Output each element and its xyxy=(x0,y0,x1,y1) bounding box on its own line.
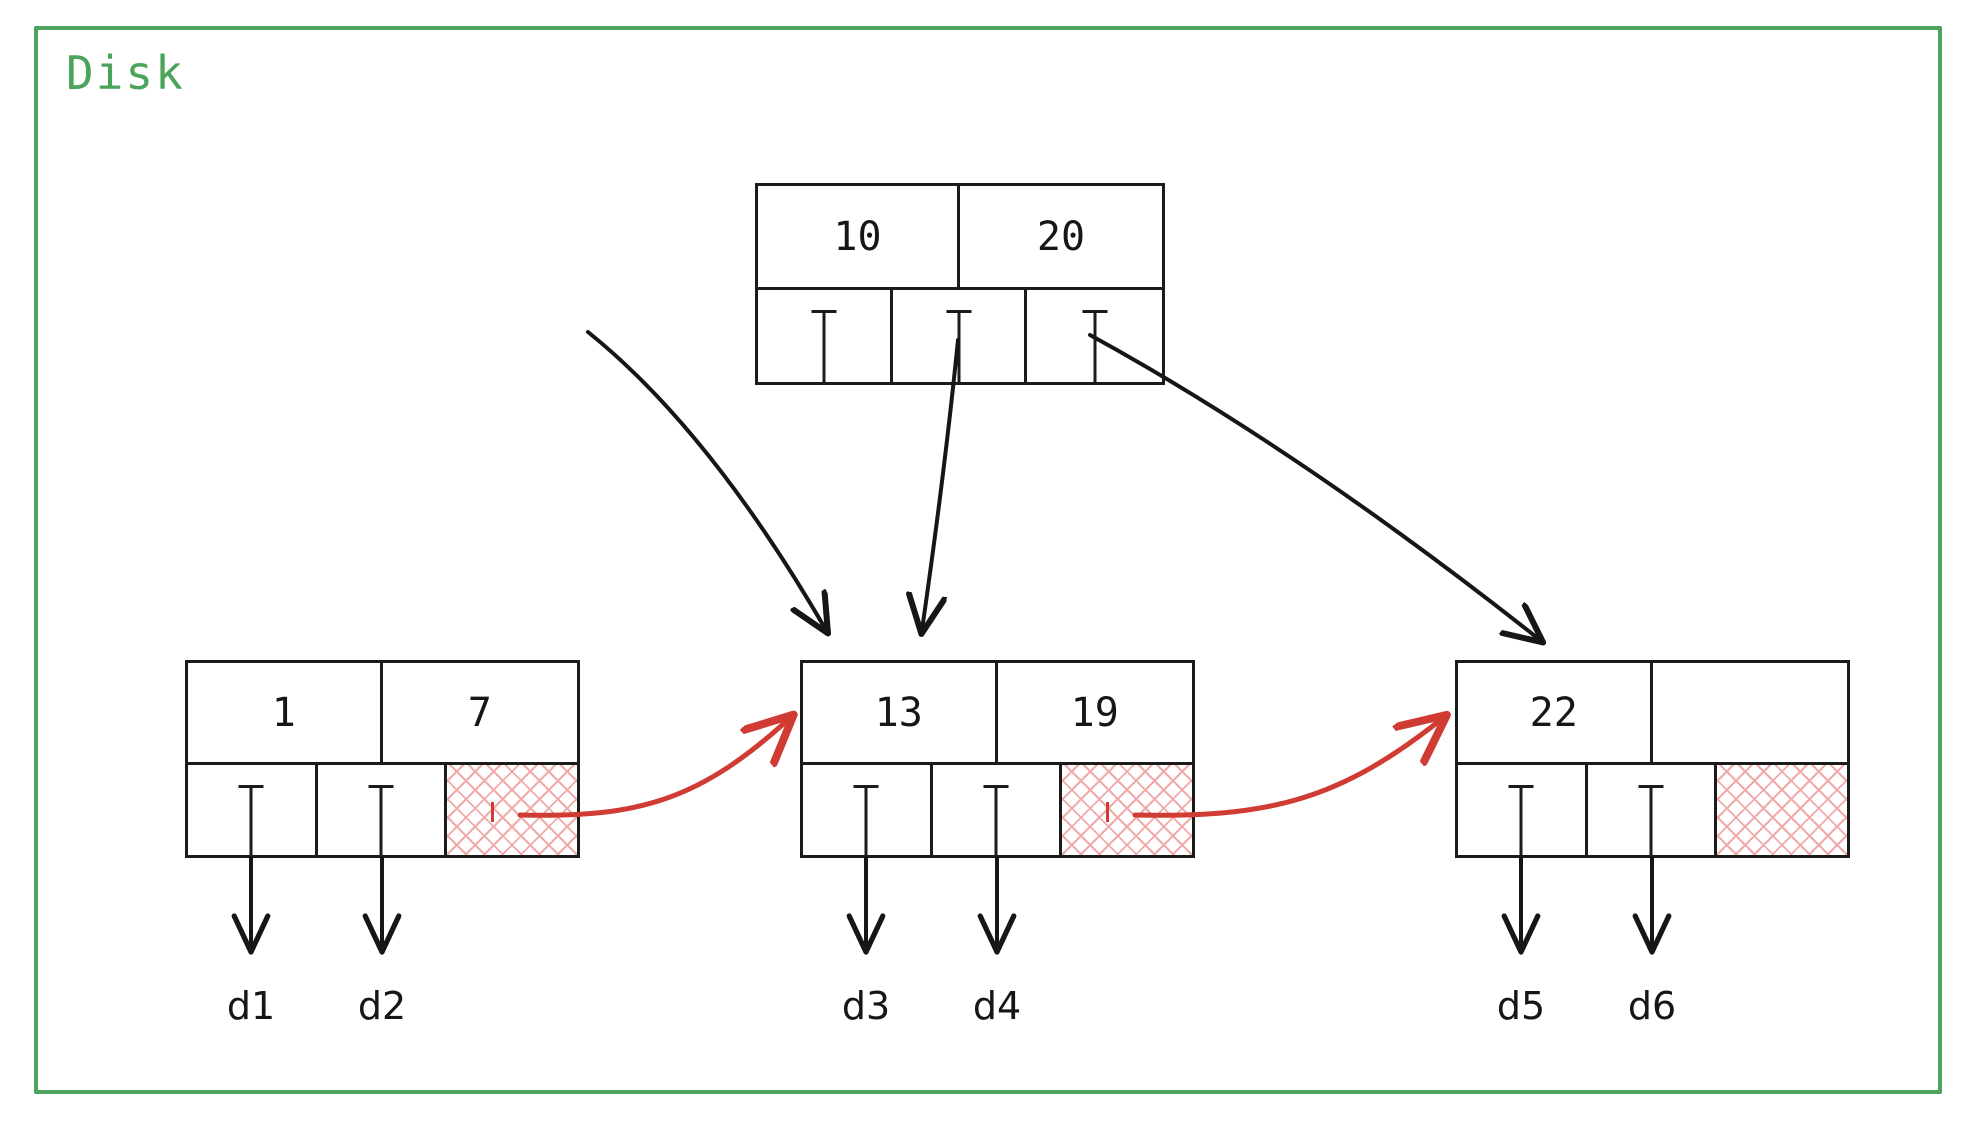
leaf-middle-next-pointer-cell xyxy=(1062,765,1192,855)
pointer-stub-icon xyxy=(1082,310,1108,382)
leaf-right-key-row: 22 xyxy=(1455,660,1850,762)
next-pointer-stub-icon xyxy=(491,801,495,822)
root-pointer-cell-0 xyxy=(758,290,893,382)
leaf-left-pointer-cell-0 xyxy=(188,765,318,855)
leaf-node-left: 1 7 xyxy=(185,660,580,858)
leaf-right-next-pointer-cell xyxy=(1717,765,1847,855)
pointer-stub-icon xyxy=(1638,784,1664,855)
leaf-left-next-pointer-cell xyxy=(447,765,577,855)
pointer-stub-icon xyxy=(946,310,971,382)
data-label-d6: d6 xyxy=(1627,984,1677,1028)
leaf-right-key-cell-0: 22 xyxy=(1458,663,1653,762)
leaf-middle-key-cell-0: 13 xyxy=(803,663,998,762)
data-label-d5: d5 xyxy=(1496,984,1546,1028)
pointer-stub-icon xyxy=(983,784,1009,855)
disk-container-frame xyxy=(34,26,1942,1094)
next-pointer-stub-icon xyxy=(1106,801,1110,822)
data-label-d4: d4 xyxy=(972,984,1022,1028)
leaf-middle-key-row: 13 19 xyxy=(800,660,1195,762)
root-key-cell-1: 20 xyxy=(1036,213,1086,260)
leaf-left-key-cell-0: 1 xyxy=(188,663,383,762)
leaf-right-pointer-cell-1 xyxy=(1588,765,1718,855)
data-label-d1: d1 xyxy=(226,984,276,1028)
root-pointer-cell-1 xyxy=(893,290,1028,382)
pointer-stub-icon xyxy=(1508,784,1534,855)
leaf-left-key-cell-1: 7 xyxy=(467,689,492,736)
disk-label: Disk xyxy=(66,46,185,100)
pointer-stub-icon xyxy=(853,784,879,855)
leaf-right-key-cell-1 xyxy=(1653,663,1848,762)
leaf-right-pointer-row xyxy=(1455,762,1850,858)
leaf-middle-pointer-row xyxy=(800,762,1195,858)
root-key-row: 10 20 xyxy=(755,183,1165,287)
root-node: 10 20 xyxy=(755,183,1165,385)
pointer-stub-icon xyxy=(368,784,394,855)
leaf-left-key-row: 1 7 xyxy=(185,660,580,762)
data-label-d3: d3 xyxy=(841,984,891,1028)
leaf-left-pointer-cell-1 xyxy=(318,765,448,855)
data-label-d2: d2 xyxy=(357,984,407,1028)
root-pointer-cell-2 xyxy=(1027,290,1162,382)
leaf-middle-pointer-cell-0 xyxy=(803,765,933,855)
leaf-middle-pointer-cell-1 xyxy=(933,765,1063,855)
pointer-stub-icon xyxy=(238,784,264,855)
root-key-cell-0: 10 xyxy=(758,186,960,287)
pointer-stub-icon xyxy=(811,310,837,382)
leaf-right-pointer-cell-0 xyxy=(1458,765,1588,855)
leaf-middle-key-cell-1: 19 xyxy=(1070,689,1119,736)
leaf-left-pointer-row xyxy=(185,762,580,858)
root-pointer-row xyxy=(755,287,1165,385)
leaf-node-middle: 13 19 xyxy=(800,660,1195,858)
leaf-node-right: 22 xyxy=(1455,660,1850,858)
